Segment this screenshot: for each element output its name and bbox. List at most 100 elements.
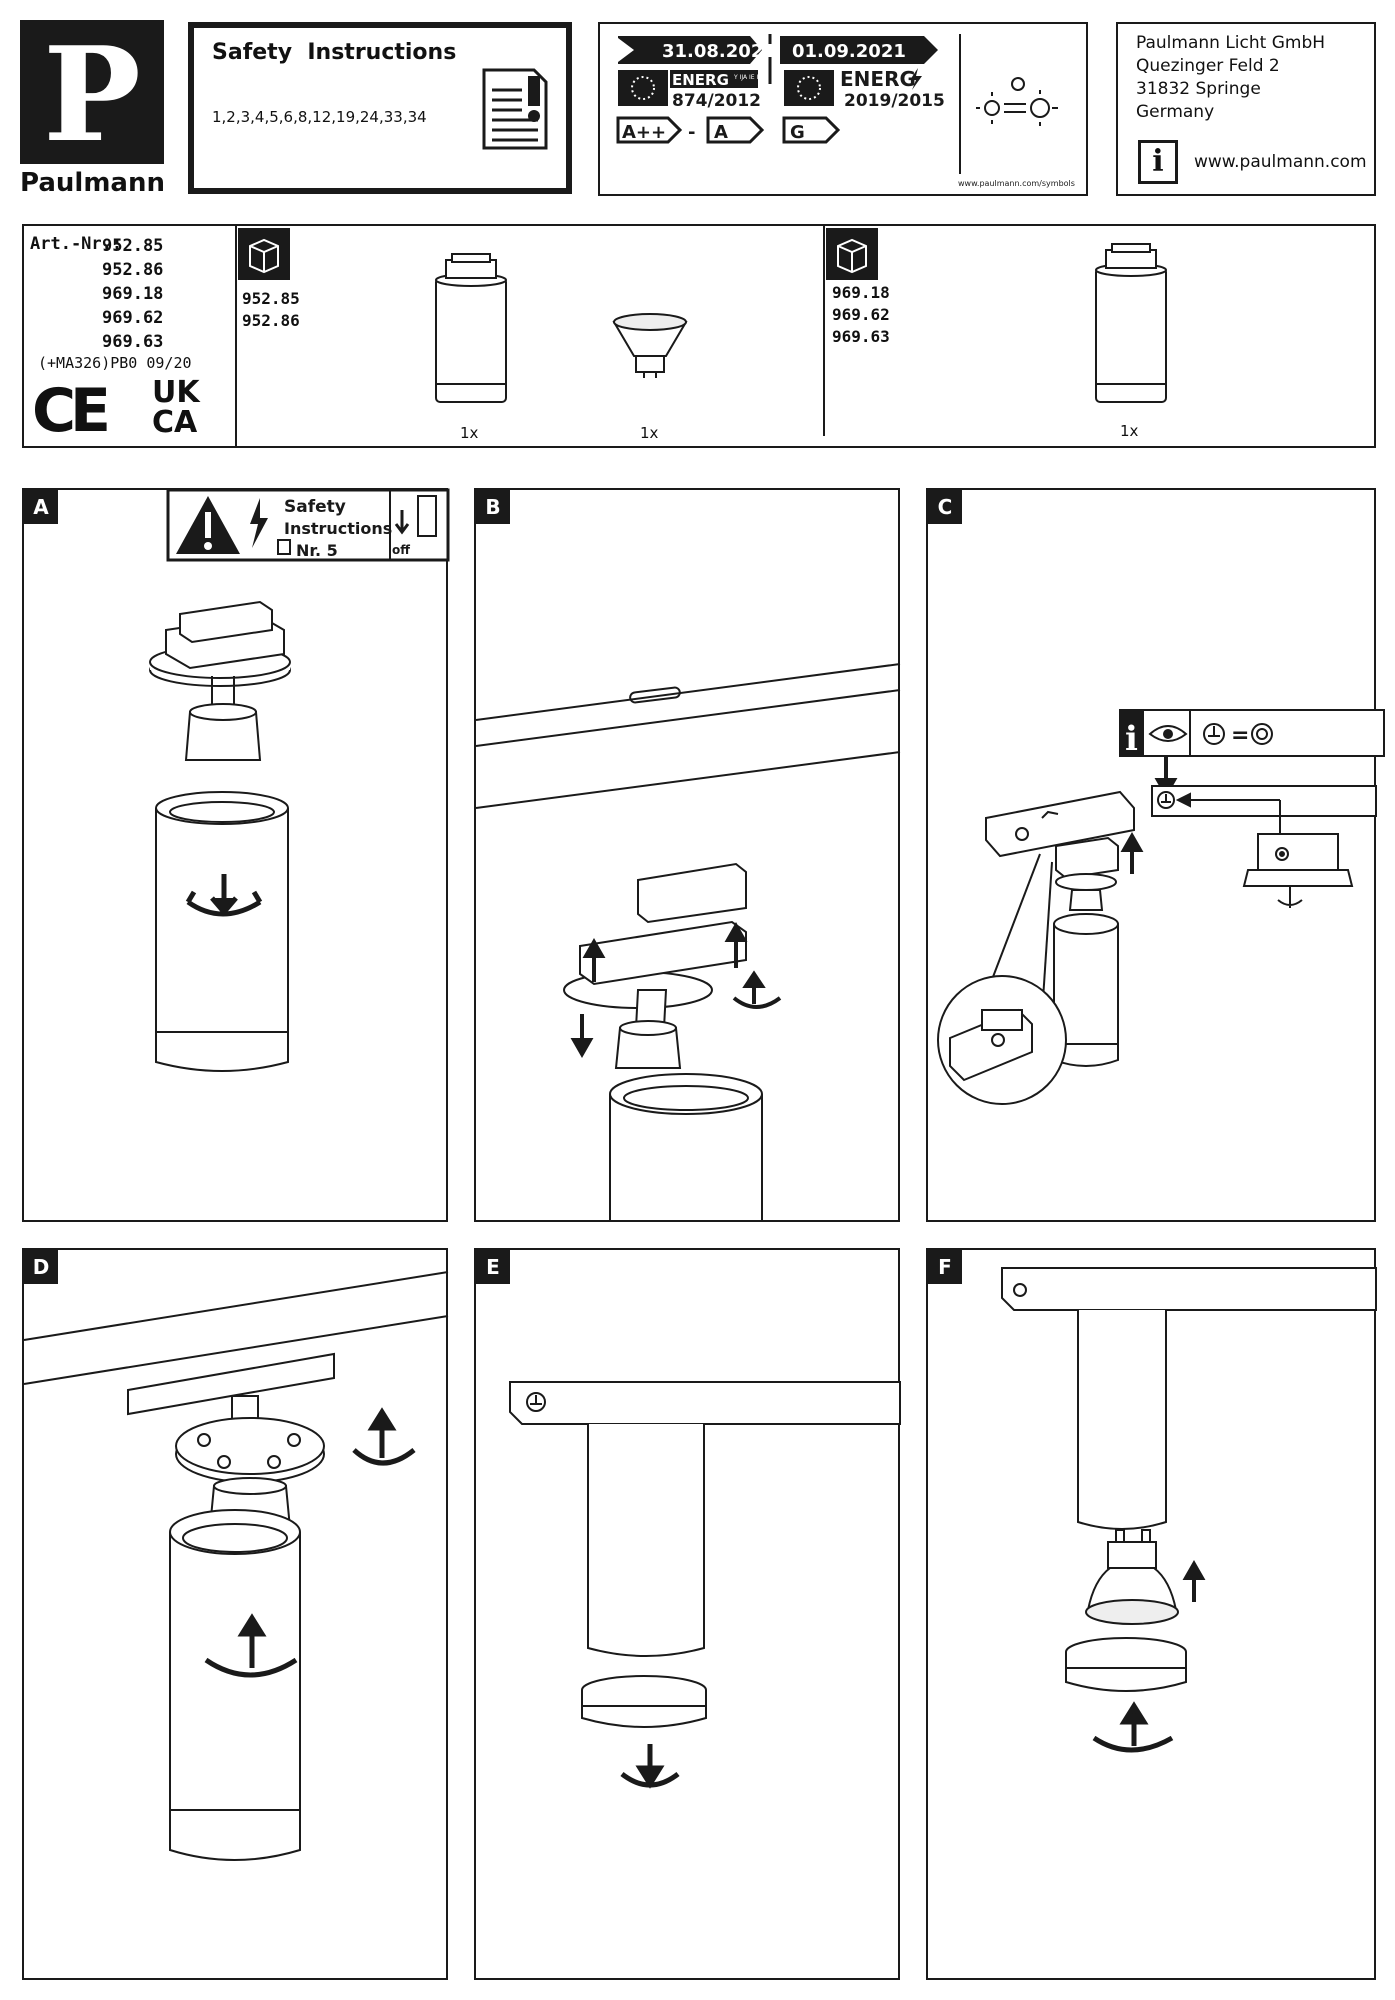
qty-bulb: 1x [640, 424, 659, 442]
gu10-bulb-drawing [1085, 1529, 1179, 1625]
ring-icon [1251, 723, 1273, 745]
group2-numbers: 969.18 969.62 969.63 [832, 282, 890, 348]
info-icon-box [1120, 710, 1144, 756]
website-link[interactable]: www.paulmann.com [1194, 152, 1367, 172]
step-panel-f: F [926, 1248, 1377, 1980]
energy-label-suffix: Y IJA IE IA [733, 74, 763, 81]
energy-class-to: A [714, 122, 728, 143]
arrow-up-icon [1120, 831, 1144, 874]
logo-brand-name: Paulmann [20, 168, 165, 198]
group2-number: 969.62 [832, 305, 890, 324]
spotlight-body-drawing [155, 791, 289, 1072]
art-nr-label: Art.-Nr.: [30, 234, 123, 254]
energy-class-dash: - [688, 122, 695, 143]
ukca-mark: UK CA [152, 378, 200, 438]
lightning-icon [910, 68, 922, 90]
off-label: off [392, 543, 410, 557]
gu10-bulb-drawing [612, 313, 688, 378]
address-lines: Paulmann Licht GmbH Quezinger Feld 2 318… [1136, 32, 1325, 124]
energy-date-old: 31.08.2021 [662, 41, 776, 62]
track-section-drawing [985, 790, 1135, 858]
info-icon: i [1138, 140, 1178, 184]
group2-number: 969.18 [832, 283, 890, 302]
arrow-old-date [618, 36, 762, 64]
arrow-up-icon [724, 921, 748, 968]
eu-flag-old [618, 70, 668, 106]
document-icon [277, 539, 291, 555]
energy-class-from: A++ [622, 122, 666, 143]
detail-magnifier [937, 853, 1067, 1105]
spotlight-drawing [1053, 836, 1119, 1067]
eu-flag-new [784, 70, 834, 106]
rotate-down-icon [620, 1744, 680, 1789]
energy-date-new: 01.09.2021 [792, 41, 906, 62]
step-letter: D [24, 1250, 58, 1284]
paulmann-logo: P Paulmann [20, 18, 165, 200]
address-line-street: Quezinger Feld 2 [1136, 56, 1280, 76]
step-letter: A [24, 490, 58, 524]
energy-regulation-new: 2019/2015 [844, 91, 945, 111]
lens-ring-drawing [1065, 1637, 1187, 1692]
step-panel-d: D [22, 1248, 449, 1980]
group1-number: 952.85 [242, 289, 300, 308]
spotlight-body-drawing [609, 1073, 763, 1220]
safety-title: Safety Instructions [212, 40, 457, 65]
step-panel-b: B [474, 488, 901, 1222]
step-a-drawing: Safety Instructions Nr. 5 off [149, 488, 450, 1072]
energy-class-new: G [790, 122, 805, 143]
step-panel-a: A Safety Instructions Nr. 5 off [22, 488, 450, 1222]
step-e-drawing [509, 1381, 901, 1789]
address-line-city: 31832 Springe [1136, 79, 1261, 99]
box-icon [826, 228, 878, 280]
energy-regulation-old: 874/2012 [672, 91, 761, 111]
safety-banner-line1: Safety [284, 497, 346, 517]
spotlight-body-drawing [587, 1424, 705, 1657]
switch-icon [417, 495, 437, 537]
rotate-up-icon [1092, 1701, 1174, 1753]
equals-sign: = [1231, 723, 1249, 748]
logo-square: P [20, 18, 164, 171]
info-glyph: i [1125, 719, 1138, 759]
ce-mark: CE [32, 376, 111, 446]
brightness-change-icon [976, 77, 1058, 126]
step-f-drawing [1001, 1267, 1377, 1753]
arrow-down-icon [394, 510, 410, 535]
rotate-down-icon [185, 874, 263, 917]
track-rail-drawing [509, 1381, 901, 1425]
document-icon [482, 68, 548, 150]
spotlight-drawing [435, 253, 507, 403]
step-letter: B [476, 490, 510, 524]
art-nr-item: 969.18 [102, 284, 164, 304]
safety-instructions-box: Safety Instructions 1,2,3,4,5,6,8,12,19,… [188, 22, 572, 194]
arrow-new-date [780, 36, 938, 64]
qty-spotlight-2: 1x [1120, 422, 1139, 440]
address-box: Paulmann Licht GmbH Quezinger Feld 2 318… [1116, 22, 1376, 196]
earth-alignment-hint [1119, 709, 1385, 757]
track-rail-drawing [23, 1271, 449, 1416]
step-letter: C [928, 490, 962, 524]
art-nr-list: 952.85 952.86 969.18 969.62 969.63 [102, 234, 163, 354]
energy-graphics: 31.08.2021 01.09.2021 ENERG Y IJA IE IA … [616, 34, 1075, 188]
energy-label-box: 31.08.2021 01.09.2021 ENERG Y IJA IE IA … [598, 22, 1088, 196]
step-letter: F [928, 1250, 962, 1284]
batch-code: (+MA326)PB0 09/20 [38, 354, 192, 372]
safety-banner-line2: Instructions [284, 519, 392, 538]
step-panel-e: E [474, 1248, 901, 1980]
rotate-up-icon [204, 1613, 298, 1678]
arrow-up-icon [582, 937, 606, 982]
group1-numbers: 952.85 952.86 [242, 288, 300, 332]
track-adapter-drawing [563, 862, 747, 1069]
qty-spotlight-1: 1x [460, 424, 479, 442]
safety-numbers: 1,2,3,4,5,6,8,12,19,24,33,34 [212, 108, 427, 126]
logo-p-mark: P [43, 18, 141, 171]
rotate-up-icon [352, 1407, 416, 1466]
safety-banner-line3: Nr. 5 [296, 541, 338, 560]
spotlight-body-drawing [1077, 1310, 1167, 1530]
mounted-adapter-drawing [175, 1395, 325, 1529]
class-to-tag [706, 116, 765, 144]
electric-hazard-icon [250, 498, 268, 548]
step-panel-c: C i = [926, 488, 1385, 1222]
art-nr-item: 952.86 [102, 260, 164, 280]
art-nr-item: 969.63 [102, 332, 164, 352]
rotate-up-icon [732, 970, 782, 1009]
